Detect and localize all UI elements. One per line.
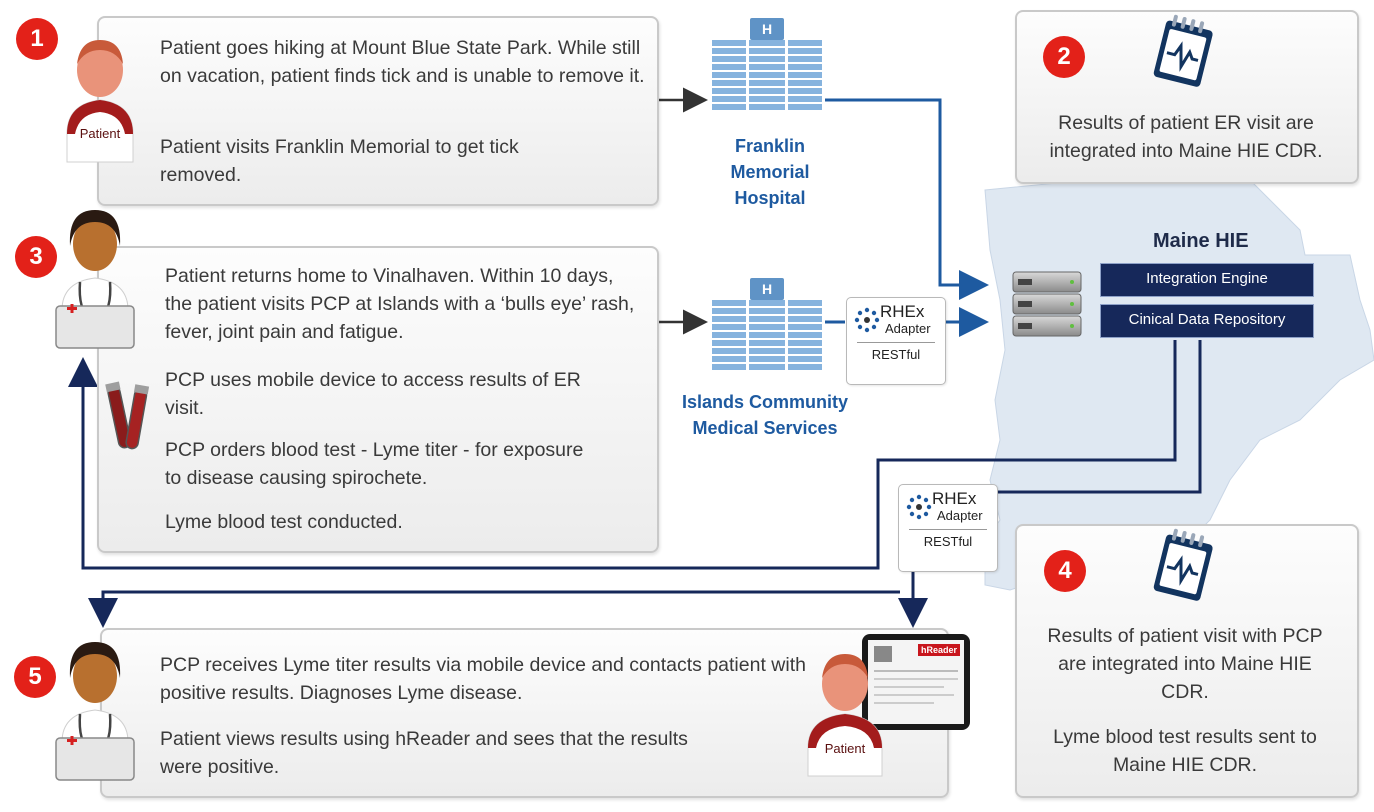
step1-box <box>97 16 659 206</box>
franklin-label-2: Memorial <box>730 162 810 182</box>
step3-text-4: Lyme blood test conducted. <box>165 511 403 533</box>
blood-vial-icon <box>105 381 150 450</box>
hospital-building-icon: H <box>712 18 822 110</box>
notepad-icon <box>1153 14 1213 87</box>
doctor-icon <box>55 210 135 349</box>
patient-label: Patient <box>79 126 121 141</box>
step-badge-5: 5 <box>14 656 56 698</box>
rhex-protocol: RESTful <box>923 534 973 549</box>
rhex-logo-icon <box>854 307 880 333</box>
integration-engine: Integration Engine <box>1100 263 1314 297</box>
step-badge-2: 2 <box>1043 36 1085 78</box>
step4-text-2: Lyme blood test results sent to Maine HI… <box>1053 726 1317 776</box>
rhex-sub: Adapter <box>885 321 931 336</box>
step5-text-1: PCP receives Lyme titer results via mobi… <box>160 654 806 704</box>
step2-text: Results of patient ER visit are integrat… <box>1049 112 1323 162</box>
step-badge-4: 4 <box>1044 550 1086 592</box>
hospital-building-icon: H <box>712 278 822 372</box>
rhex-name: RHEx <box>880 302 925 321</box>
rhex-adapter: RHEx Adapter RESTful <box>846 297 946 385</box>
arrow-adapter-to-step5 <box>88 590 900 628</box>
notepad-icon <box>1153 528 1213 601</box>
step3-text-1: Patient returns home to Vinalhaven. With… <box>165 265 635 343</box>
line-hie-to-adapter <box>985 340 1202 494</box>
rhex-protocol: RESTful <box>871 347 921 362</box>
clinical-data-repository: Cinical Data Repository <box>1100 304 1314 338</box>
rhex-logo-icon <box>906 494 932 520</box>
step1-text-2: Patient visits Franklin Memorial to get … <box>160 136 519 186</box>
rhex-adapter: RHEx Adapter RESTful <box>898 484 998 572</box>
step4-text-1: Results of patient visit with PCP are in… <box>1047 625 1323 703</box>
patient-icon: Patient <box>55 34 145 164</box>
hospital-sign: H <box>750 18 784 40</box>
hospital-sign: H <box>750 278 784 300</box>
islands-label-1: Islands Community <box>681 392 849 412</box>
step3-text-3: PCP orders blood test - Lyme titer - for… <box>165 439 584 489</box>
step5-text-2: Patient views results using hReader and … <box>160 728 688 778</box>
hreader-logo: hReader <box>917 644 960 656</box>
franklin-label-3: Hospital <box>734 188 806 208</box>
arrow-franklin-to-hie <box>825 98 989 300</box>
tablet-icon: hReader <box>862 634 970 730</box>
doctor-icon <box>55 642 135 781</box>
patient-icon: Patient <box>800 648 890 778</box>
step-badge-3: 3 <box>15 236 57 278</box>
patient-label: Patient <box>824 741 866 756</box>
franklin-label-1: Franklin <box>734 136 805 156</box>
rhex-sub: Adapter <box>937 508 983 523</box>
step3-box <box>97 246 659 553</box>
hie-title: Maine HIE <box>1153 230 1249 252</box>
rhex-name: RHEx <box>932 489 977 508</box>
step-badge-1: 1 <box>16 18 58 60</box>
step1-text-1: Patient goes hiking at Mount Blue State … <box>160 37 645 87</box>
server-icon <box>1012 271 1082 337</box>
arrow-hie-to-step3 <box>68 340 1177 570</box>
step3-text-2: PCP uses mobile device to access results… <box>165 369 581 419</box>
islands-label-2: Medical Services <box>692 418 838 438</box>
